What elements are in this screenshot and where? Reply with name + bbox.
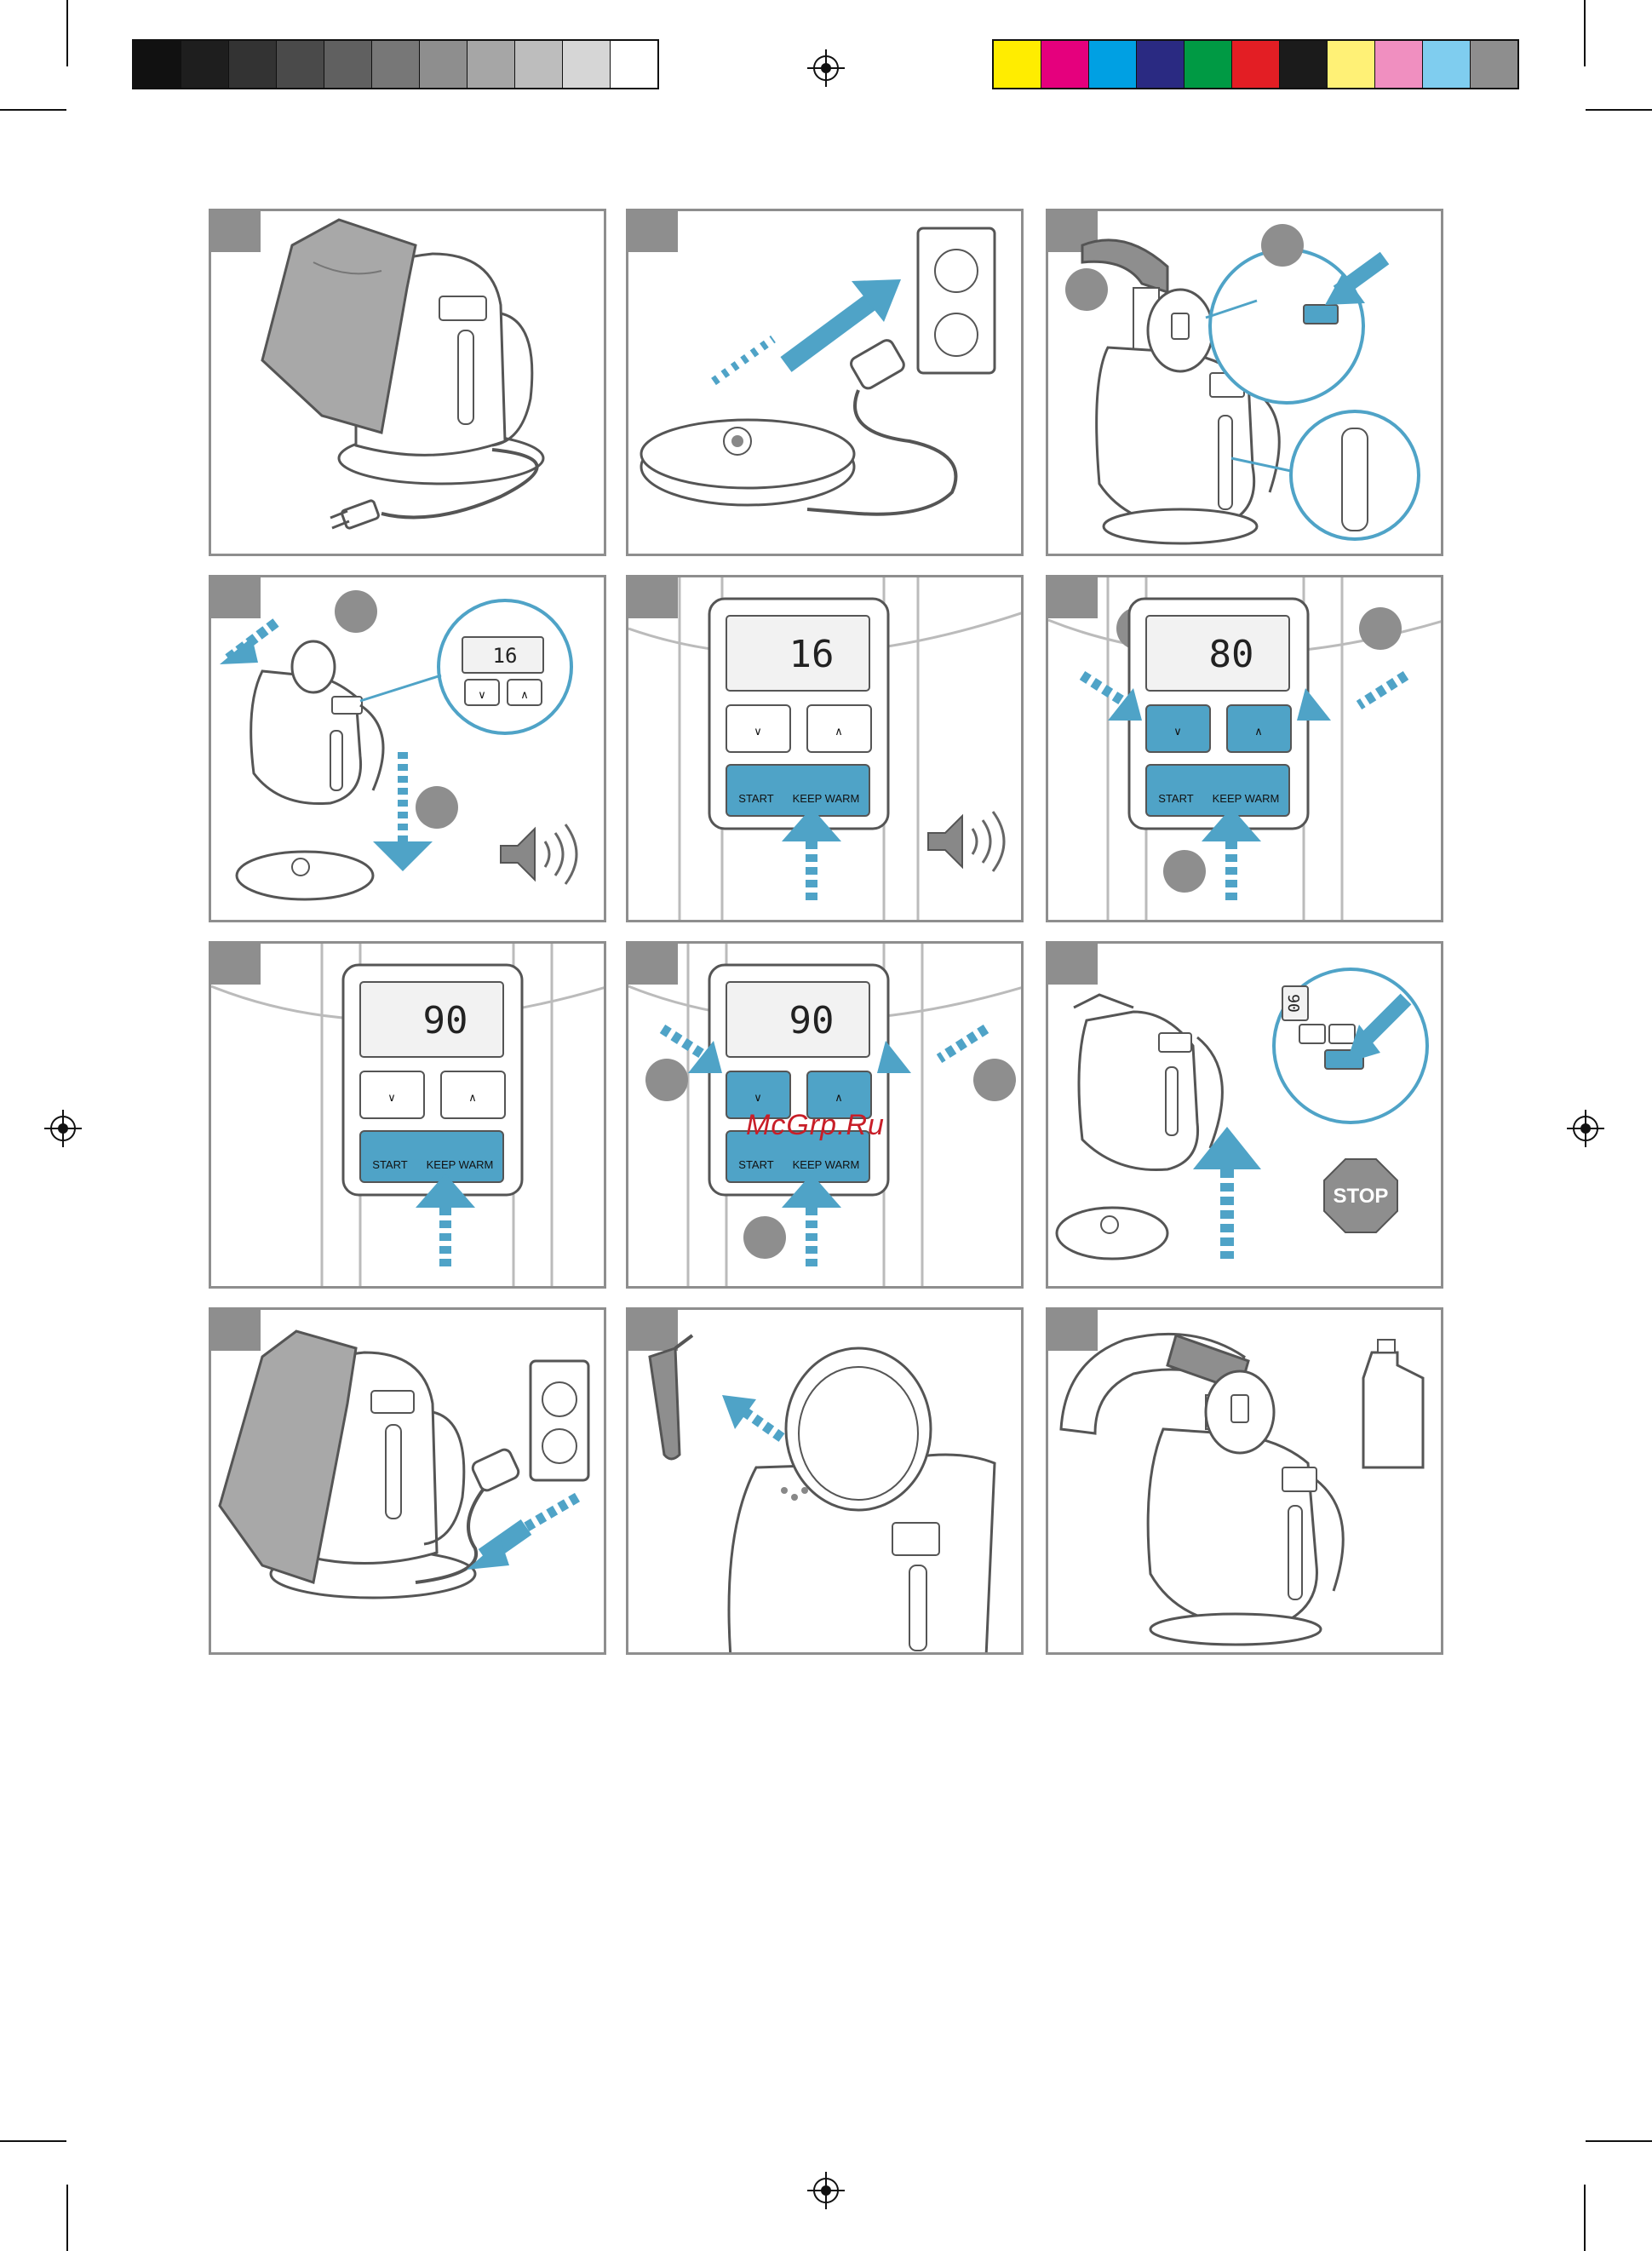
color-swatch	[1041, 41, 1089, 88]
crop-mark	[0, 109, 66, 111]
up-button-icon: ∧	[520, 688, 529, 701]
set-temperature-illustration: 80 ∨ ∧ START KEEP WARM	[1048, 577, 1443, 922]
color-swatch	[994, 41, 1041, 88]
stop-sign-label: STOP	[1334, 1185, 1389, 1208]
down-button-icon: ∨	[387, 1091, 396, 1104]
up-button-icon: ∧	[835, 1091, 843, 1104]
up-button-icon: ∧	[468, 1091, 477, 1104]
step-panel-3	[1046, 209, 1443, 556]
color-swatch	[181, 41, 229, 88]
lcd-display: 90	[1284, 994, 1302, 1013]
color-swatch	[1471, 41, 1517, 88]
keep-warm-label: KEEP WARM	[1213, 792, 1280, 805]
down-button-icon: ∨	[754, 725, 762, 738]
remove-filter-illustration	[628, 1310, 1024, 1655]
lcd-display: 90	[423, 999, 468, 1042]
kettle-with-bag-illustration	[211, 211, 606, 556]
plug-into-socket-illustration	[628, 211, 1024, 556]
color-swatch	[277, 41, 324, 88]
step-panel-7: 90 ∨ ∧ START KEEP WARM	[209, 941, 606, 1289]
color-swatch	[420, 41, 467, 88]
start-label: START	[738, 792, 773, 805]
color-swatch	[1089, 41, 1137, 88]
color-swatch	[1280, 41, 1328, 88]
crop-mark	[1584, 0, 1586, 66]
registration-mark-icon	[44, 1110, 82, 1147]
press-start-illustration: 16 ∨ ∧ START KEEP WARM	[628, 577, 1024, 922]
crop-mark	[0, 2140, 66, 2142]
step-panel-4: 16 ∨ ∧	[209, 575, 606, 922]
start-90-illustration: 90 ∨ ∧ START KEEP WARM	[211, 944, 606, 1289]
color-swatch	[515, 41, 563, 88]
color-swatch	[1375, 41, 1423, 88]
registration-mark-icon	[807, 49, 845, 87]
down-button-icon: ∨	[1173, 725, 1182, 738]
down-button-icon: ∨	[754, 1091, 762, 1104]
unplug-illustration	[211, 1310, 606, 1655]
color-swatch	[1232, 41, 1280, 88]
color-swatch	[611, 41, 657, 88]
color-swatch	[1137, 41, 1185, 88]
step-panel-2	[626, 209, 1024, 556]
up-button-icon: ∧	[1254, 725, 1263, 738]
lcd-display: 80	[1209, 633, 1254, 676]
down-button-icon: ∨	[478, 688, 486, 701]
grayscale-control-bar	[132, 39, 659, 89]
fill-water-illustration	[1048, 211, 1443, 556]
color-swatch	[467, 41, 515, 88]
color-swatch	[134, 41, 181, 88]
step-panel-12	[1046, 1307, 1443, 1655]
color-swatch	[1185, 41, 1232, 88]
crop-mark	[1584, 2185, 1586, 2251]
step-panel-6: 80 ∨ ∧ START KEEP WARM	[1046, 575, 1443, 922]
lcd-display: 90	[789, 999, 835, 1042]
start-label: START	[372, 1158, 407, 1171]
lcd-display: 16	[493, 644, 518, 668]
lift-stop-illustration: 90 STOP	[1048, 944, 1443, 1289]
color-control-bar	[992, 39, 1519, 89]
descale-illustration	[1048, 1310, 1443, 1655]
crop-mark	[1586, 2140, 1652, 2142]
color-swatch	[1328, 41, 1375, 88]
step-panel-9: 90 STOP	[1046, 941, 1443, 1289]
keep-warm-label: KEEP WARM	[793, 792, 860, 805]
color-swatch	[324, 41, 372, 88]
registration-mark-icon	[807, 2172, 845, 2209]
keep-warm-label: KEEP WARM	[793, 1158, 860, 1171]
color-swatch	[229, 41, 277, 88]
crop-mark	[66, 0, 68, 66]
step-panel-11	[626, 1307, 1024, 1655]
color-swatch	[1423, 41, 1471, 88]
step-panel-10	[209, 1307, 606, 1655]
crop-mark	[1586, 109, 1652, 111]
keep-warm-label: KEEP WARM	[427, 1158, 494, 1171]
start-label: START	[738, 1158, 773, 1171]
place-on-base-illustration: 16 ∨ ∧	[211, 577, 606, 922]
watermark-text: McGrp.Ru	[746, 1109, 885, 1142]
registration-mark-icon	[1567, 1110, 1604, 1147]
crop-mark	[66, 2185, 68, 2251]
step-panel-5: 16 ∨ ∧ START KEEP WARM	[626, 575, 1024, 922]
color-swatch	[372, 41, 420, 88]
lcd-display: 16	[789, 633, 835, 676]
step-panel-1	[209, 209, 606, 556]
start-label: START	[1158, 792, 1193, 805]
up-button-icon: ∧	[835, 725, 843, 738]
color-swatch	[563, 41, 611, 88]
